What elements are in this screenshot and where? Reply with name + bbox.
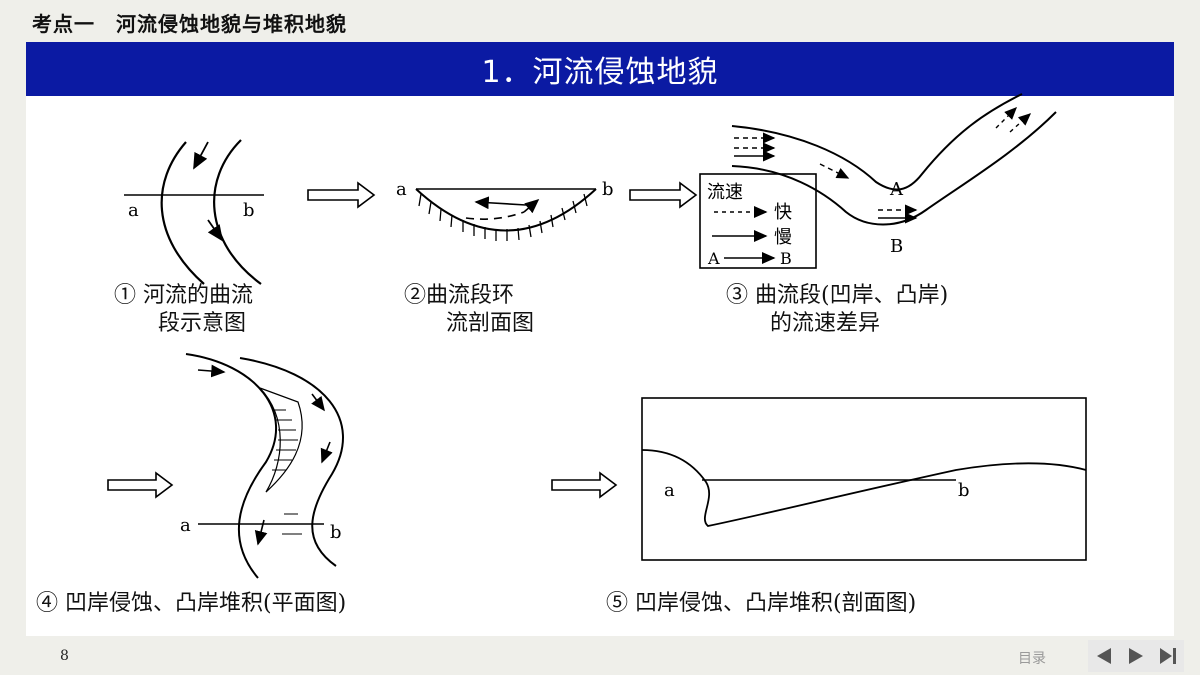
caption-2-line1: ②曲流段环	[404, 283, 515, 308]
d1-label-b: b	[243, 200, 255, 221]
slide-navigation	[1088, 640, 1184, 672]
legend-slow: 慢	[774, 227, 792, 248]
slide-content: 1．河流侵蚀地貌 a b	[26, 42, 1174, 636]
diagram2-cross-section: a b	[396, 179, 614, 241]
river-diagrams: a b	[107, 93, 1087, 579]
slide-banner: 1．河流侵蚀地貌	[26, 42, 1174, 96]
caption-5: ⑤ 凹岸侵蚀、凸岸堆积(剖面图)	[606, 591, 917, 616]
section-title: 考点一 河流侵蚀地貌与堆积地貌	[32, 12, 347, 36]
d3-label-A: A	[889, 179, 904, 200]
caption-1-line1: ① 河流的曲流	[114, 283, 253, 308]
toc-link[interactable]: 目录	[1018, 651, 1046, 667]
d2-label-a: a	[396, 179, 407, 200]
legend-compare-b: B	[780, 249, 792, 268]
d4-label-b: b	[330, 522, 342, 543]
diagram4-plan-view: a b	[180, 353, 344, 579]
flow-arrow-2	[629, 181, 698, 209]
d2-label-b: b	[602, 179, 614, 200]
legend-title: 流速	[707, 182, 743, 203]
legend-fast: 快	[774, 202, 792, 223]
d1-label-a: a	[128, 200, 139, 221]
banner-title: 1．河流侵蚀地貌	[481, 55, 719, 90]
prev-slide-button[interactable]	[1088, 640, 1120, 672]
flow-arrow-3	[107, 471, 174, 499]
diagram3-flow-speed: 流速 快 慢 A B A B	[699, 93, 1057, 269]
d4-label-a: a	[180, 515, 191, 536]
flow-arrow-4	[551, 471, 618, 499]
caption-3-line2: 的流速差异	[770, 311, 881, 336]
caption-4: ④ 凹岸侵蚀、凸岸堆积(平面图)	[36, 591, 347, 616]
flow-arrow-1	[307, 181, 376, 209]
d5-label-b: b	[958, 480, 970, 501]
caption-2-line2: 流剖面图	[446, 311, 535, 336]
caption-3-line1: ③ 曲流段(凹岸、凸岸)	[726, 283, 949, 308]
diagram1-meander: a b	[124, 139, 264, 285]
legend-compare-a: A	[707, 249, 720, 268]
next-slide-button[interactable]	[1120, 640, 1152, 672]
nav-last-icon	[1160, 648, 1176, 664]
diagram5-profile: a b	[641, 397, 1087, 561]
d3-label-B: B	[890, 236, 903, 257]
last-slide-button[interactable]	[1152, 640, 1184, 672]
nav-next-icon	[1129, 648, 1143, 664]
caption-1-line2: 段示意图	[158, 311, 247, 336]
nav-prev-icon	[1097, 648, 1111, 664]
page-number: 8	[60, 648, 69, 664]
d5-label-a: a	[664, 480, 675, 501]
